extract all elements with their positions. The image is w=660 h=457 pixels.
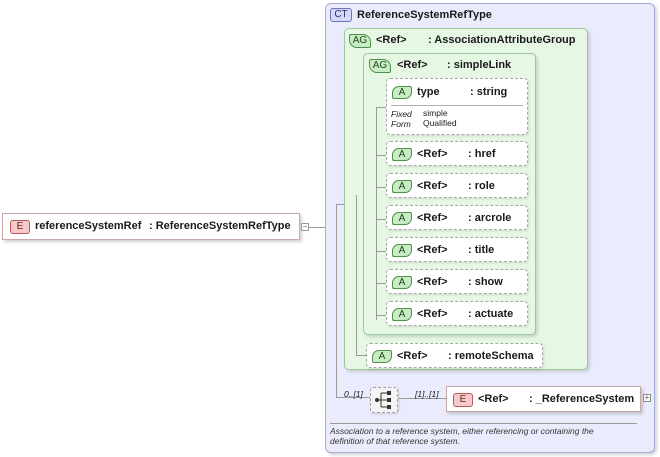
root-element-name: referenceSystemRef [35,220,142,232]
type-attribute-type: : string [470,86,508,98]
attribute-role[interactable]: A <Ref> : role [386,173,528,198]
tree-line [376,108,377,320]
tree-line [376,219,388,220]
connector-line [336,204,344,205]
element-name: : _ReferenceSystem [529,393,635,405]
attribute-badge: A [392,86,412,99]
collapse-toggle-root[interactable]: − [301,222,309,231]
attribute-name: : remoteSchema [448,350,534,362]
doc-separator [330,423,637,424]
fixed-label: Fixed [391,109,412,119]
attribute-name: : href [468,148,496,160]
tree-line [376,251,388,252]
separator [391,105,523,106]
connector-line [398,398,446,399]
attribute-name: : title [468,244,495,256]
attribute-ref: <Ref> [417,212,448,224]
type-attribute-name: type [417,86,440,98]
sequence-compositor[interactable] [370,387,398,413]
attribute-remote-schema[interactable]: A <Ref> : remoteSchema [366,343,543,368]
tree-line [356,195,357,355]
attribute-name: : actuate [468,308,514,320]
tree-line [356,355,368,356]
sequence-multiplicity: 0..[1] [344,389,363,399]
tree-line [376,315,388,316]
attribute-show[interactable]: A <Ref> : show [386,269,528,294]
simple-link-name: : simpleLink [447,59,512,71]
connector-line [336,397,370,398]
association-group-ref: <Ref> [376,34,407,46]
attribute-ref: <Ref> [417,308,448,320]
attribute-name: : role [468,180,495,192]
documentation-text: Association to a reference system, eithe… [330,426,594,446]
attribute-badge: A [392,276,412,289]
attribute-ref: <Ref> [417,276,448,288]
complex-type-badge: CT [330,8,352,22]
form-value: Qualified [423,118,457,128]
sequence-icon [375,391,391,409]
attribute-ref: <Ref> [417,244,448,256]
root-element-type: : ReferenceSystemRefType [149,220,291,232]
attribute-ref: <Ref> [397,350,428,362]
attribute-badge: A [392,148,412,161]
attribute-arcrole[interactable]: A <Ref> : arcrole [386,205,528,230]
tree-line [376,107,388,108]
attribute-badge: A [392,244,412,257]
attribute-badge: A [392,308,412,321]
tree-line [376,187,388,188]
tree-line [376,155,388,156]
tree-line [376,283,388,284]
attribute-badge: A [372,350,392,363]
root-element-box[interactable]: E referenceSystemRef : ReferenceSystemRe… [2,213,300,240]
complex-type-name: ReferenceSystemRefType [357,9,492,21]
form-label: Form [391,119,411,129]
connector-line [309,227,325,228]
attribute-group-badge: AG [369,59,391,73]
element-ref: <Ref> [478,393,509,405]
attribute-badge: A [392,212,412,225]
reference-system-element[interactable]: E <Ref> : _ReferenceSystem [446,386,641,412]
attribute-group-badge: AG [349,34,371,48]
fixed-value: simple [423,108,448,118]
association-group-name: : AssociationAttributeGroup [428,34,576,46]
attribute-title[interactable]: A <Ref> : title [386,237,528,262]
expand-toggle-reference-system[interactable]: + [643,393,651,402]
attribute-name: : show [468,276,503,288]
element-badge: E [10,220,30,234]
attribute-ref: <Ref> [417,148,448,160]
connector-line [336,204,337,398]
attribute-name: : arcrole [468,212,512,224]
attribute-badge: A [392,180,412,193]
attribute-href[interactable]: A <Ref> : href [386,141,528,166]
simple-link-ref: <Ref> [397,59,428,71]
attribute-actuate[interactable]: A <Ref> : actuate [386,301,528,326]
child-multiplicity: [1]..[1] [415,389,439,399]
element-badge: E [453,393,473,407]
type-attribute-box[interactable]: A type : string Fixed simple Form Qualif… [386,78,528,135]
attribute-ref: <Ref> [417,180,448,192]
